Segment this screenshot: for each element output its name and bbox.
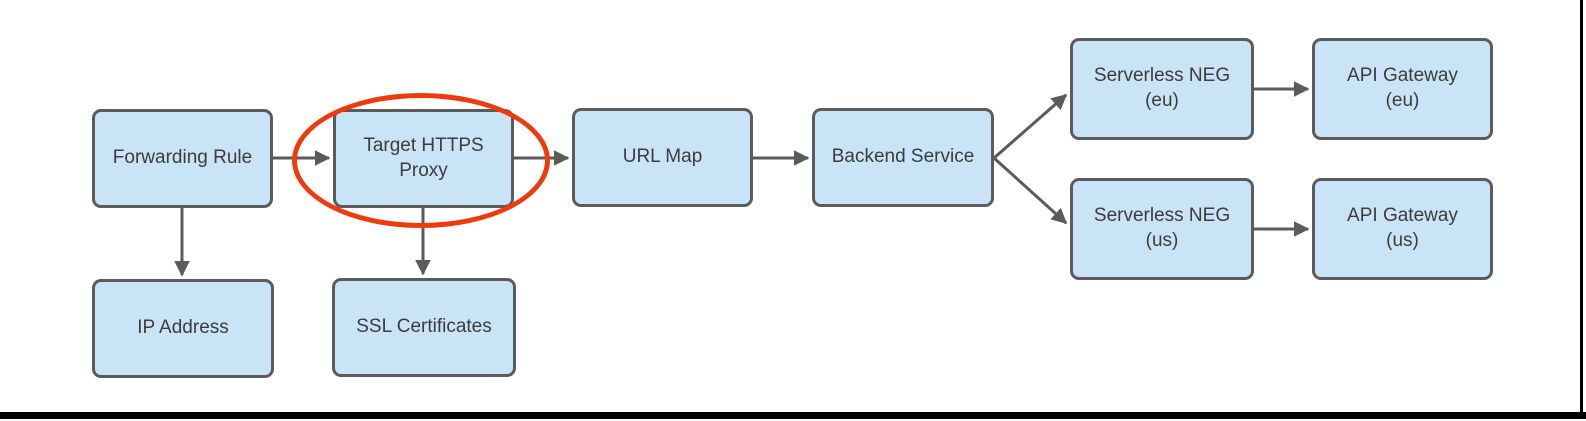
node-label: IP Address: [137, 317, 229, 339]
node-label: Forwarding Rule: [112, 147, 253, 169]
node-label: API Gateway (us): [1347, 205, 1458, 251]
node-api-gateway-us: API Gateway (us): [1312, 178, 1493, 280]
node-backend-service: Backend Service: [812, 108, 994, 207]
edge-backend-service-to-serverless-neg-eu: [993, 93, 1068, 160]
node-forwarding-rule: Forwarding Rule: [92, 109, 273, 208]
node-ssl-certificates: SSL Certificates: [332, 278, 516, 377]
node-serverless-neg-us: Serverless NEG (us): [1070, 178, 1254, 280]
node-api-gateway-eu: API Gateway (eu): [1312, 38, 1493, 140]
node-ip-address: IP Address: [92, 279, 274, 378]
bottom-divider-bar: [0, 412, 1586, 419]
node-url-map: URL Map: [572, 108, 753, 207]
highlight-ellipse: [292, 93, 550, 228]
node-label: SSL Certificates: [356, 316, 492, 338]
node-label: Serverless NEG (us): [1093, 205, 1231, 251]
node-serverless-neg-eu: Serverless NEG (eu): [1070, 38, 1254, 140]
node-label: API Gateway (eu): [1347, 65, 1458, 111]
node-label: URL Map: [622, 146, 703, 168]
node-label: Serverless NEG (eu): [1093, 65, 1231, 111]
node-label: Backend Service: [831, 146, 975, 168]
right-edge-line: [1580, 0, 1583, 419]
edge-backend-service-to-serverless-neg-us: [992, 156, 1068, 225]
